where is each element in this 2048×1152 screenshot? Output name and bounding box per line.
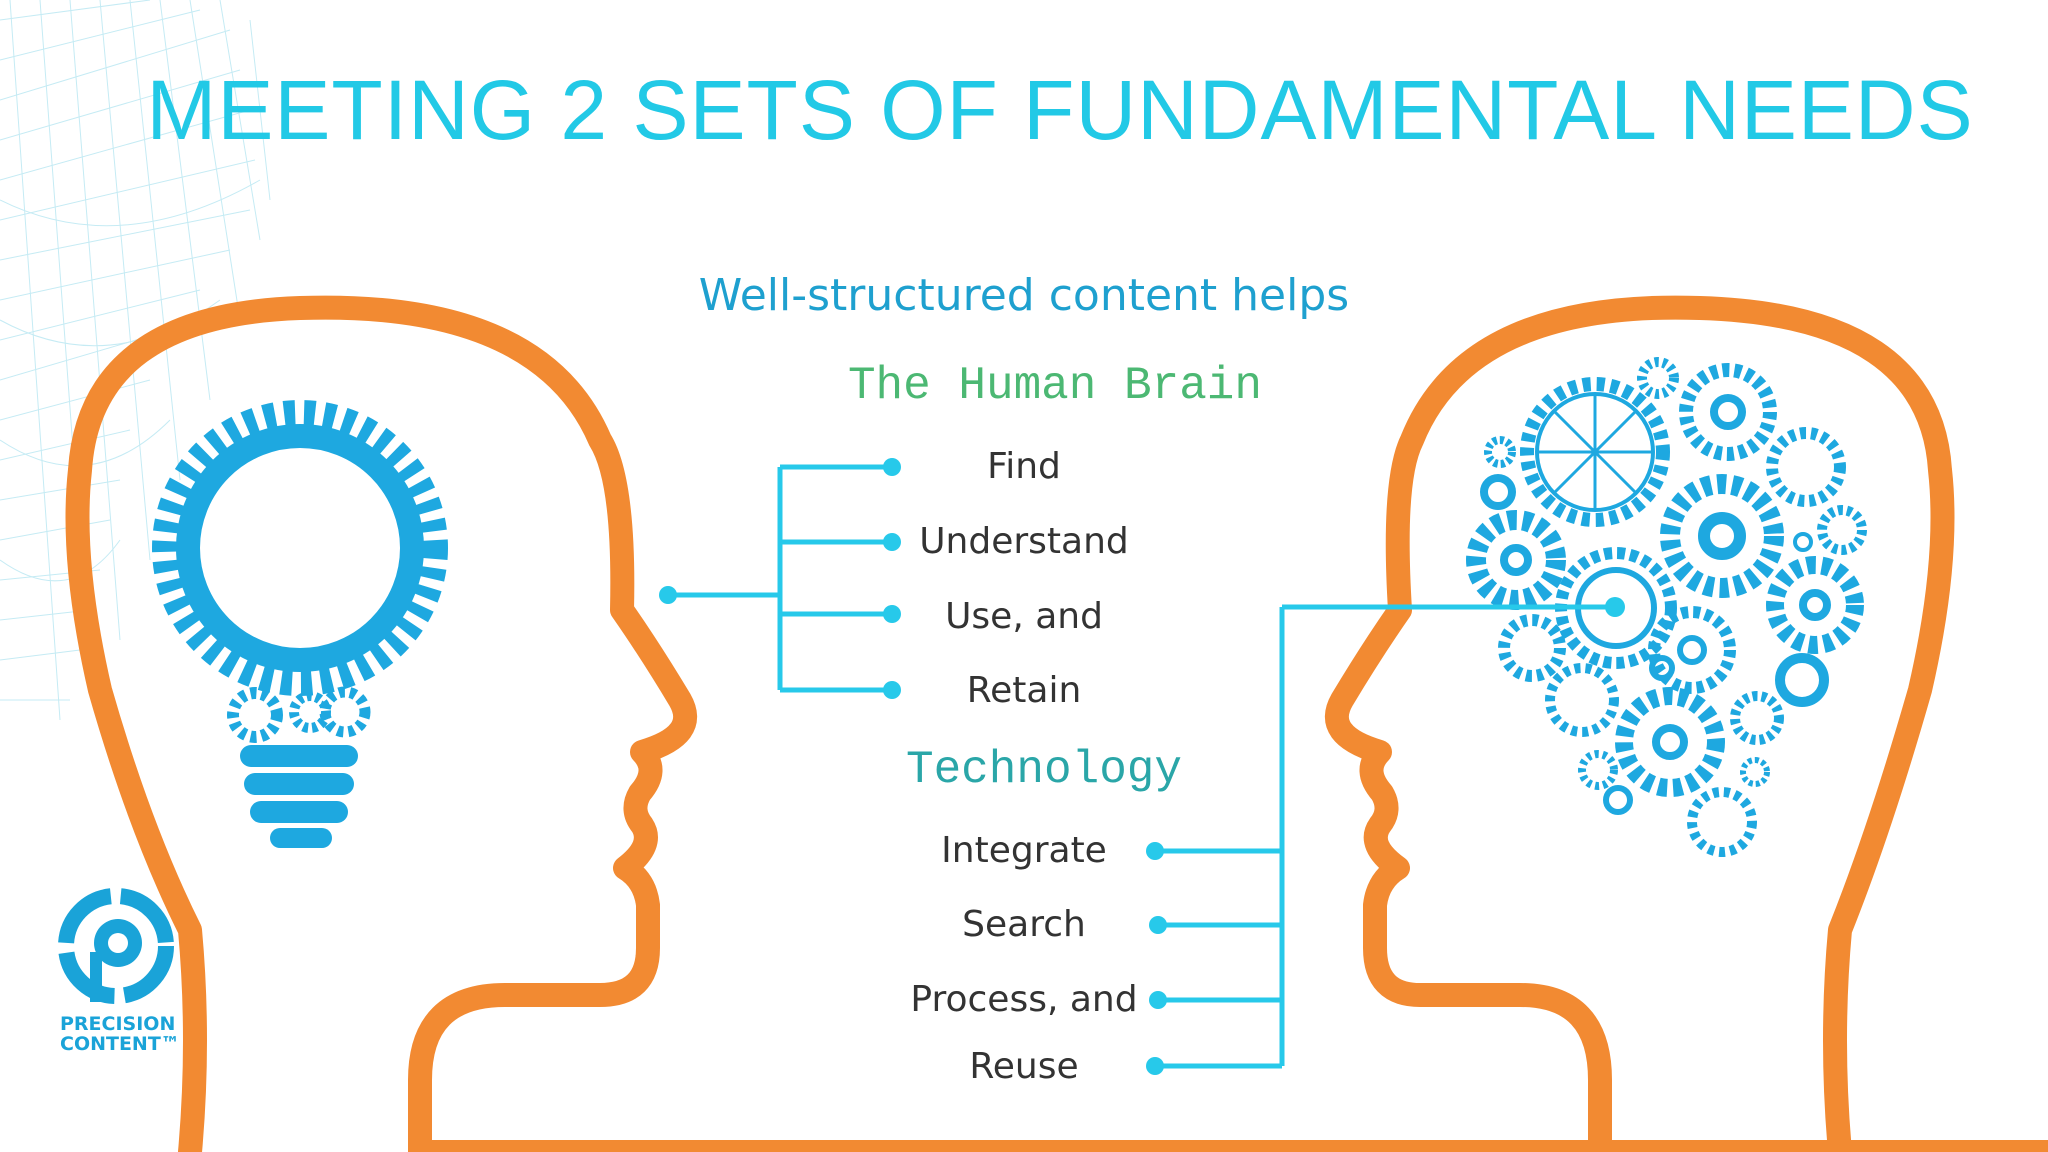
human-item-understand: Understand: [919, 521, 1129, 562]
human-item-find: Find: [987, 446, 1061, 487]
technology-connector-dots: [1146, 597, 1625, 1075]
slide-subtitle: Well-structured content helps: [698, 270, 1350, 321]
logo-line-1: PRECISION: [60, 1013, 176, 1035]
technology-heading: Technology: [905, 744, 1183, 796]
human-item-use: Use, and: [945, 596, 1103, 637]
lightbulb-gear-icon: [152, 400, 448, 848]
slide-title: MEETING 2 SETS OF FUNDAMENTAL NEEDS: [146, 63, 1974, 157]
left-head-outline: [65, 295, 697, 1152]
tech-item-integrate: Integrate: [941, 830, 1107, 871]
human-brain-heading: The Human Brain: [847, 360, 1263, 412]
right-head-profile: [1325, 295, 1955, 1152]
tech-item-reuse: Reuse: [969, 1046, 1079, 1087]
tech-item-process: Process, and: [910, 979, 1138, 1020]
human-brain-connector-dots: [659, 458, 901, 699]
logo-line-2: CONTENT™: [60, 1033, 180, 1055]
logo-wordmark: PRECISION CONTENT™: [60, 1014, 180, 1054]
wireframe-decoration: [0, 0, 271, 721]
human-item-retain: Retain: [966, 670, 1082, 711]
tech-item-search: Search: [962, 904, 1086, 945]
technology-connector: [1155, 604, 1615, 1069]
human-brain-connector: [668, 464, 892, 693]
precision-content-logo: [58, 888, 174, 1004]
